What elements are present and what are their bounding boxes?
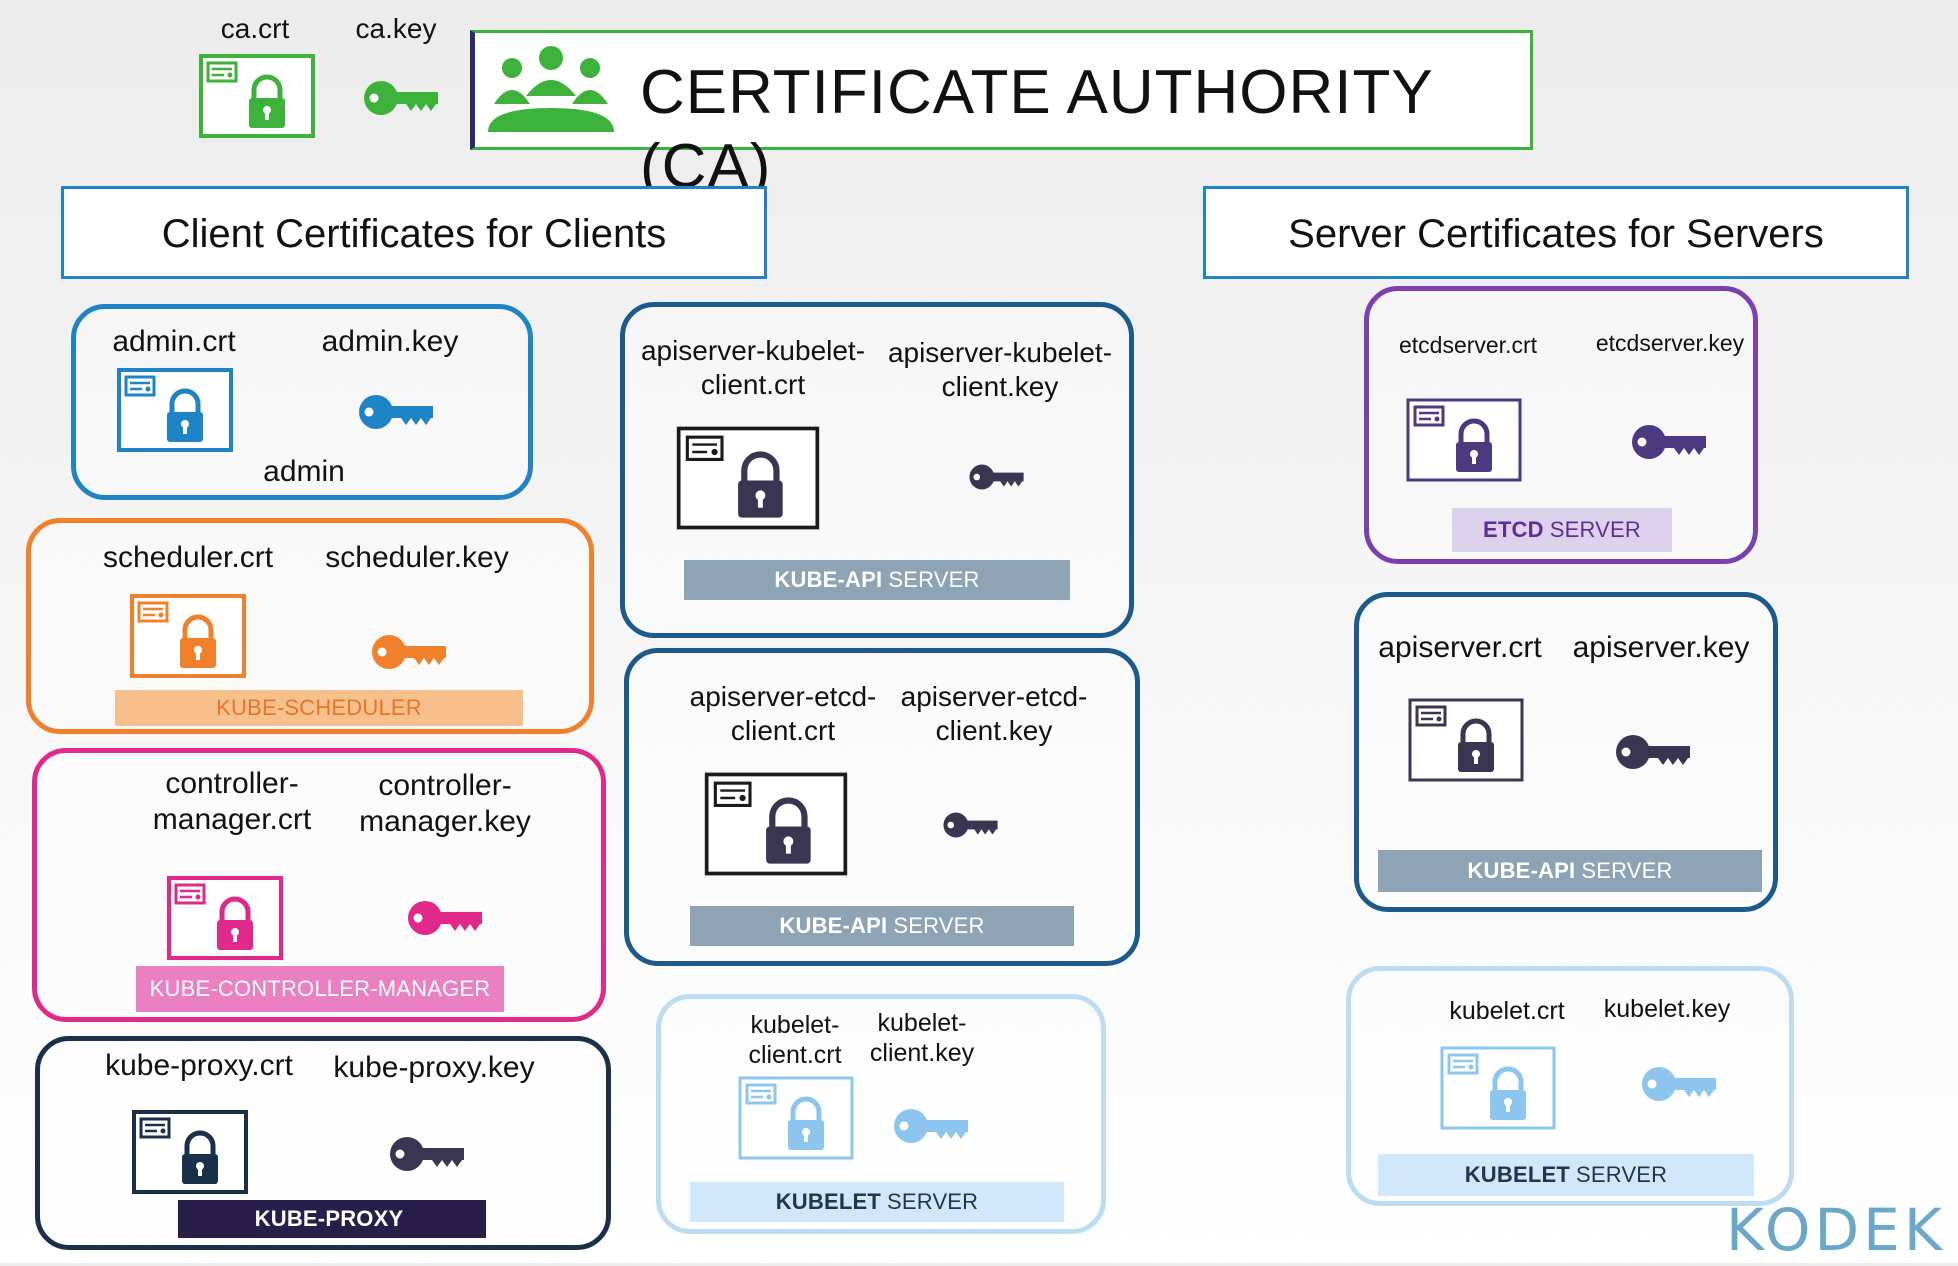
etcdserver-key-label: etcdserver.key [1595,330,1745,356]
ca-title: CERTIFICATE AUTHORITY (CA) [640,58,1433,202]
kube-proxy-crt-label: kube-proxy.crt [105,1049,293,1082]
certificate-icon [1408,698,1524,782]
certificate-icon [117,368,233,452]
certificate-icon [167,876,283,960]
ca-key-label: ca.key [355,13,437,44]
key-icon [1616,735,1690,769]
etcdserver-crt-label: etcdserver.crt [1398,332,1538,358]
kube-api-bar-rest: SERVER [888,567,980,592]
apiserver-kubelet-client-crt-label: apiserver-kubelet- client.crt [640,335,866,400]
apiserver-crt-label: apiserver.crt [1378,631,1542,664]
kubelet-bar-bold: KUBELET [1464,1162,1570,1187]
key-icon [1632,425,1706,459]
kube-api-bar-bold: KUBE-API [779,913,888,938]
admin-key-label: admin.key [321,325,459,358]
kubelet-bar-rest: SERVER [1576,1162,1668,1187]
kubelet-bar-bold: KUBELET [775,1189,881,1214]
key-icon [1642,1067,1716,1101]
etcd-bar-bold: ETCD [1483,517,1544,542]
apiserver-kubelet-client-key-label: apiserver-kubelet- client.key [887,337,1113,402]
scheduler-crt-label: scheduler.crt [102,541,274,574]
key-icon [372,635,446,669]
controller-manager-key-label: controller- manager.key [359,769,531,838]
scheduler-key-label: scheduler.key [325,541,509,574]
certificate-icon [676,426,820,530]
key-icon [359,395,433,429]
certificate-icon [738,1076,854,1160]
certificate-icon [704,772,848,876]
admin-name: admin [263,455,345,488]
key-icon [408,901,482,935]
apiserver-etcd-client-key-label: apiserver-etcd- client.key [900,681,1088,746]
certificate-icon [132,1110,248,1194]
kube-api-bar-bold: KUBE-API [1467,858,1576,883]
kube-proxy-bar: KUBE-PROXY [178,1200,486,1238]
admin-crt-label: admin.crt [112,325,236,358]
kubelet-crt-label: kubelet.crt [1449,997,1565,1025]
etcd-bar-rest: SERVER [1549,517,1641,542]
people-group-icon [488,46,614,132]
controller-manager-crt-label: controller- manager.crt [152,767,312,836]
certificate-icon [130,594,246,678]
ca-crt-label: ca.crt [220,13,290,44]
kube-proxy-bar-label: KUBE-PROXY [254,1206,404,1231]
key-icon [894,1109,968,1143]
certificate-icon [199,54,315,138]
kubelet-client-key-label: kubelet- client.key [869,1009,975,1067]
client-header-box [61,186,767,279]
client-header-title: Client Certificates for Clients [161,212,667,256]
kubelet-client-crt-label: kubelet- client.crt [748,1011,842,1069]
certificate-icon [1440,1046,1556,1130]
key-icon [390,1137,464,1171]
apiserver-etcd-client-crt-label: apiserver-etcd- client.crt [689,681,877,746]
apiserver-key-label: apiserver.key [1572,631,1750,664]
certificate-icon [1406,398,1522,482]
server-header-title: Server Certificates for Servers [1288,212,1824,256]
key-icon [364,81,438,115]
server-header-box [1203,186,1909,279]
kube-api-bar-bold: KUBE-API [774,567,883,592]
key-icon [969,464,1024,490]
kube-scheduler-bar: KUBE-SCHEDULER [115,690,523,726]
kubelet-key-label: kubelet.key [1603,995,1731,1023]
kube-proxy-key-label: kube-proxy.key [333,1051,535,1084]
ca-title-box [470,30,1533,150]
key-icon [943,812,998,838]
kodekloud-logo: KODEK [1726,1196,1946,1264]
kube-api-bar-rest: SERVER [1581,858,1673,883]
kube-api-bar-rest: SERVER [893,913,985,938]
kubelet-bar-rest: SERVER [887,1189,979,1214]
kube-controller-manager-bar: KUBE-CONTROLLER-MANAGER [136,966,504,1012]
